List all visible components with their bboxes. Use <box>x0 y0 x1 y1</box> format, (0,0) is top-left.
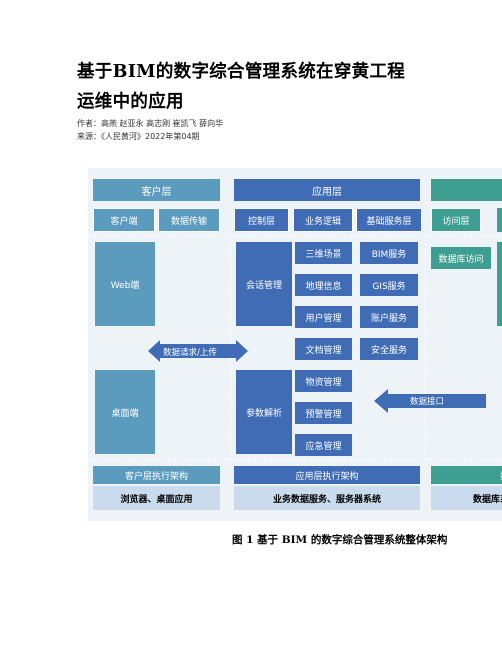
data-arch-content: 数据库系 <box>431 486 502 510</box>
figure-caption: 图 1 基于 BIM 的数字综合管理系统整体架构 <box>232 534 448 546</box>
module-user-management: 用户管理 <box>295 306 352 328</box>
module-3d-scene: 三维场景 <box>295 242 352 264</box>
divider <box>88 459 502 460</box>
app-subheader-logic: 业务逻辑 <box>293 208 353 232</box>
data-interface-label: 数据接口 <box>410 397 445 407</box>
article-title-line1: 基于BIM的数字综合管理系统在穿黄工程 <box>77 62 406 82</box>
data-interface-arrow <box>374 389 486 413</box>
client-layer-header: 客户层 <box>93 179 220 201</box>
service-account: 账户服务 <box>360 306 418 328</box>
service-gis: GIS服务 <box>360 274 418 296</box>
parameter-parsing-box: 参数解析 <box>236 370 292 454</box>
architecture-figure: 客户层 应用层 客户端 数据传输 控制层 业务逻辑 基础服务层 访问层 Web端… <box>88 168 502 521</box>
module-emergency-management: 应急管理 <box>295 434 352 456</box>
app-arch-header: 应用层执行架构 <box>234 466 420 484</box>
article-title-line2: 运维中的应用 <box>77 92 184 112</box>
request-upload-arrow <box>148 340 248 362</box>
client-arch-content: 浏览器、桌面应用 <box>93 486 220 510</box>
module-material-management: 物资管理 <box>295 370 352 392</box>
article-authors: 作者：高燕 赵亚永 高志刚 崔凯飞 薛向华 <box>77 119 224 128</box>
data-layer-header <box>431 179 502 201</box>
left-arrow-shape <box>374 389 486 413</box>
app-subheader-base: 基础服务层 <box>356 208 422 232</box>
desktop-client-box: 桌面端 <box>95 370 155 454</box>
client-subheader-client: 客户端 <box>93 208 155 232</box>
client-arch-header: 客户层执行架构 <box>93 466 220 484</box>
article-source: 来源：《人民黄河》2022年第04期 <box>77 132 200 141</box>
module-warning-management: 预警管理 <box>295 402 352 424</box>
divider <box>425 238 426 460</box>
app-layer-header: 应用层 <box>234 179 420 201</box>
divider <box>88 236 502 237</box>
double-arrow-shape <box>148 340 248 362</box>
client-subheader-transfer: 数据传输 <box>158 208 220 232</box>
service-bim: BIM服务 <box>360 242 418 264</box>
module-document-management: 文档管理 <box>295 338 352 360</box>
app-arch-content: 业务数据服务、服务器系统 <box>234 486 420 510</box>
database-access-box: 数据库访问 <box>431 247 491 269</box>
request-upload-label: 数据请求/上传 <box>163 348 217 358</box>
data-subheader-access: 访问层 <box>431 208 481 232</box>
data-column-cut-box <box>497 242 502 326</box>
session-management-box: 会话管理 <box>236 242 292 326</box>
module-geo-info: 地理信息 <box>295 274 352 296</box>
app-subheader-control: 控制层 <box>234 208 289 232</box>
data-subheader-cut <box>497 208 502 232</box>
service-security: 安全服务 <box>360 338 418 360</box>
web-client-box: Web端 <box>95 242 155 326</box>
data-arch-header: 数 <box>431 466 502 484</box>
